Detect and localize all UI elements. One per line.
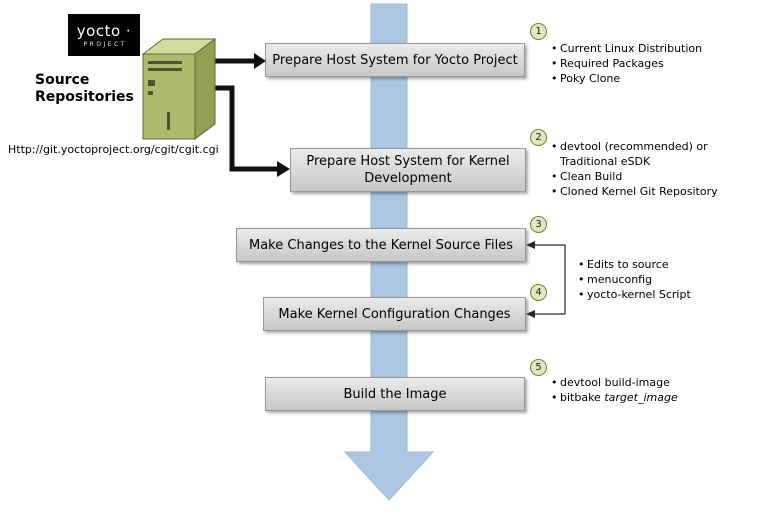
step-box-prepare-host-yocto: Prepare Host System for Yocto Project [265, 43, 525, 77]
bullet-item: bitbake target_image [549, 390, 731, 405]
step-box-build-image: Build the Image [265, 377, 525, 411]
step-box-make-config-changes: Make Kernel Configuration Changes [263, 297, 526, 331]
bullet-text-italic: target_image [604, 391, 678, 404]
bracket-steps-3-4 [526, 241, 566, 318]
bullet-text: bitbake [560, 391, 605, 404]
step-number-badge-2: 2 [530, 129, 547, 146]
bullet-item: Current Linux Distribution [549, 41, 731, 56]
source-repositories-url: Http://git.yoctoproject.org/cgit/cgit.cg… [8, 143, 219, 156]
bullet-item: Edits to source [576, 257, 726, 272]
step-number-badge-3: 3 [530, 216, 547, 233]
bullet-item: yocto-kernel Script [576, 287, 726, 302]
step1-bullet-list: Current Linux Distribution Required Pack… [549, 41, 731, 86]
server-icon [141, 38, 217, 140]
step-number-badge-1: 1 [530, 23, 547, 40]
yocto-logo-brand: yocto · [76, 22, 132, 40]
step5-bullet-list: devtool build-image bitbake target_image [549, 375, 731, 405]
source-repositories-label: Source Repositories [35, 72, 134, 105]
connector-arrow-to-step2 [214, 85, 290, 177]
bullet-item: Required Packages [549, 56, 731, 71]
step-box-prepare-host-kernel: Prepare Host System for Kernel Developme… [290, 148, 526, 192]
step-box-make-source-changes: Make Changes to the Kernel Source Files [236, 228, 526, 262]
bullet-item: Poky Clone [549, 71, 731, 86]
yocto-logo: yocto · PROJECT [68, 14, 140, 56]
steps3-4-bullet-list: Edits to source menuconfig yocto-kernel … [576, 257, 726, 302]
bullet-item: menuconfig [576, 272, 726, 287]
bullet-item: Cloned Kernel Git Repository [549, 184, 731, 199]
step-number-badge-5: 5 [530, 359, 547, 376]
bullet-item: devtool build-image [549, 375, 731, 390]
bullet-item: devtool (recommended) or Traditional eSD… [549, 139, 731, 169]
bullet-item: Clean Build [549, 169, 731, 184]
connector-arrow-to-step1 [212, 53, 266, 69]
yocto-logo-subtitle: PROJECT [83, 41, 127, 48]
step-number-badge-4: 4 [530, 284, 547, 301]
step2-bullet-list: devtool (recommended) or Traditional eSD… [549, 139, 731, 199]
